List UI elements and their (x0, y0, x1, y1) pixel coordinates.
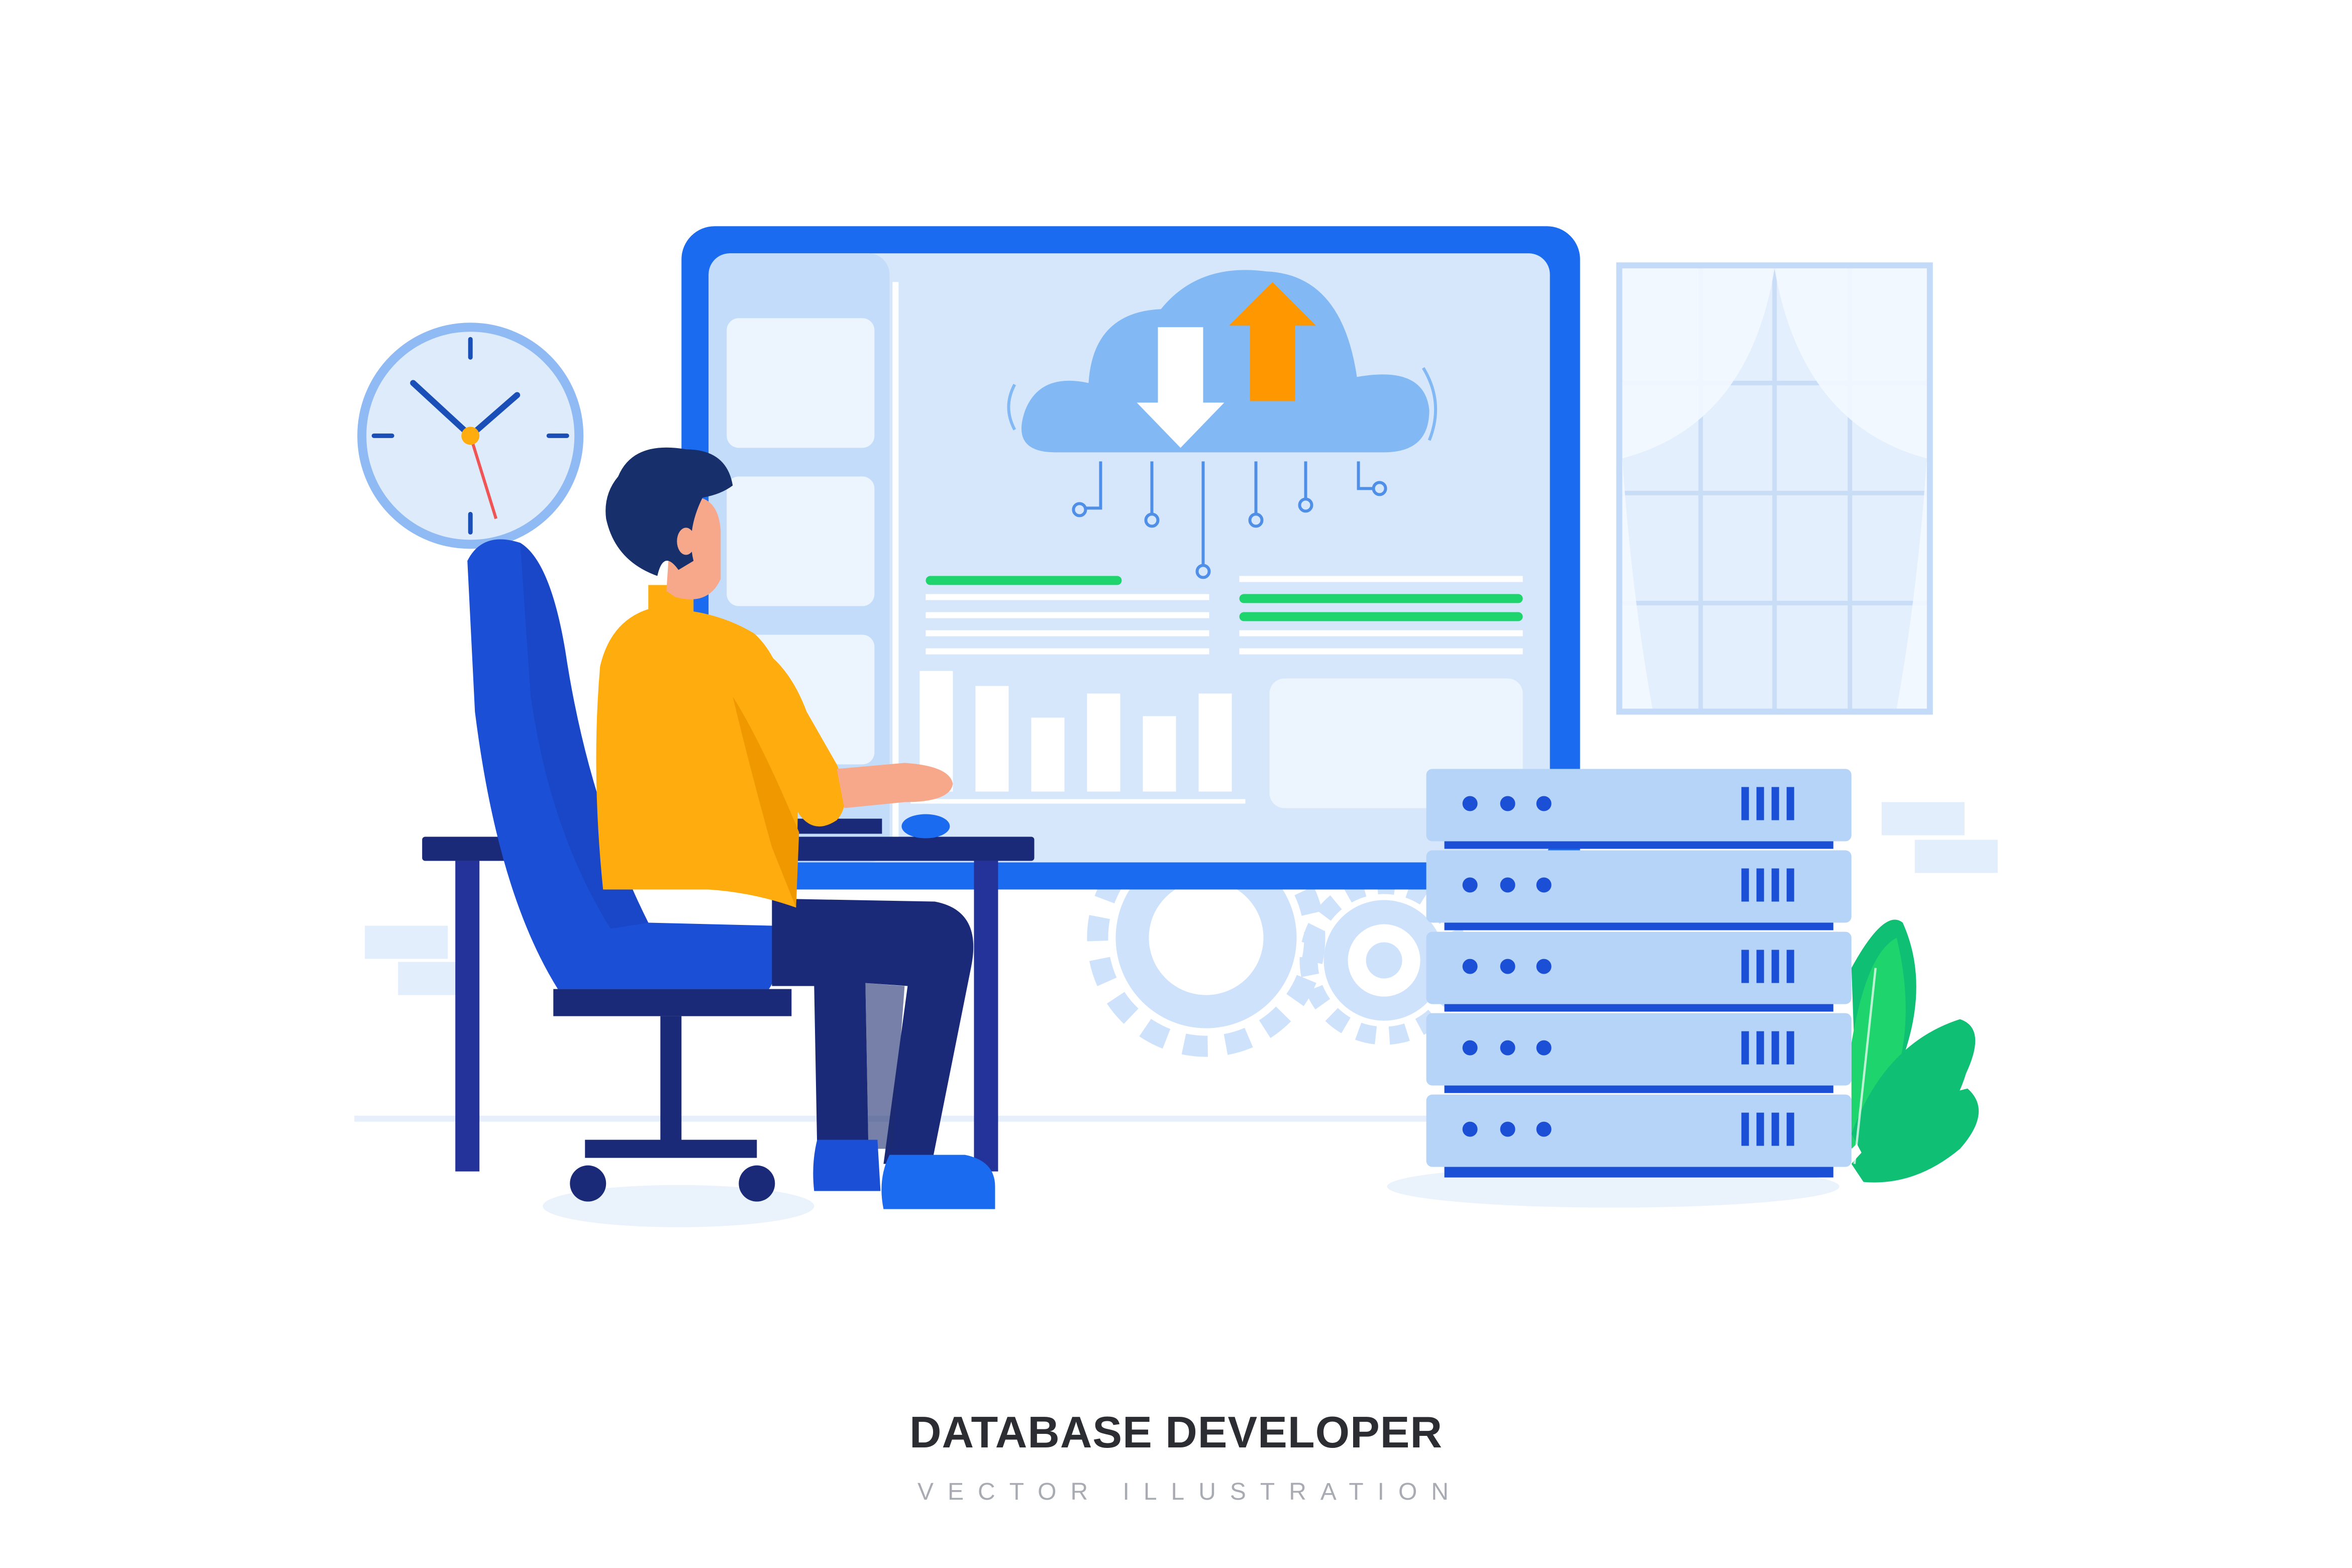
clock-hour-hand (410, 380, 474, 439)
wall-clock (357, 323, 584, 549)
server-unit (1426, 1013, 1852, 1093)
monitor (681, 226, 1580, 890)
caption-subtitle: VECTOR ILLUSTRATION (917, 1479, 1463, 1505)
screen-panel-1 (727, 318, 875, 448)
screen-bar (1087, 693, 1120, 792)
cloud-sync-icon (1007, 270, 1438, 453)
clock-second-hand (469, 435, 498, 519)
server-unit (1426, 769, 1852, 849)
wall-bricks-left (365, 925, 459, 995)
screen-bar (1031, 717, 1065, 792)
download-arrow-icon (1137, 327, 1224, 448)
person-shirt (596, 608, 799, 908)
clock-minute-hand (467, 392, 521, 439)
curtain-right (1774, 268, 1927, 459)
person-arm (733, 639, 845, 827)
server-unit (1426, 931, 1852, 1012)
server-rack (1426, 769, 1852, 1178)
window (1616, 262, 1933, 715)
circuit-lines (1072, 461, 1387, 579)
server-unit (1426, 1094, 1852, 1178)
upload-arrow-icon (1229, 282, 1316, 401)
wall-bricks-right (1881, 802, 1998, 873)
computer-mouse (901, 814, 950, 839)
person-legs (772, 898, 974, 1164)
server-unit (1426, 850, 1852, 930)
developer-person (596, 447, 995, 1209)
person-shoe-left (813, 1139, 881, 1191)
person-hair (605, 447, 733, 576)
screen-bar (1143, 716, 1176, 792)
person-shoe-right (881, 1155, 995, 1209)
caption-title: DATABASE DEVELOPER (909, 1407, 1443, 1457)
screen-bar (975, 686, 1009, 792)
screen-text-block-right (1239, 576, 1523, 655)
person-hand (837, 763, 953, 808)
plant (1851, 919, 1979, 1183)
screen-bar (1198, 693, 1232, 792)
screen-bar-chart (910, 671, 1246, 804)
curtain-left (1622, 268, 1775, 459)
screen-text-block-left (926, 576, 1209, 655)
screen-panel-2 (727, 476, 875, 606)
office-chair (467, 539, 792, 1202)
